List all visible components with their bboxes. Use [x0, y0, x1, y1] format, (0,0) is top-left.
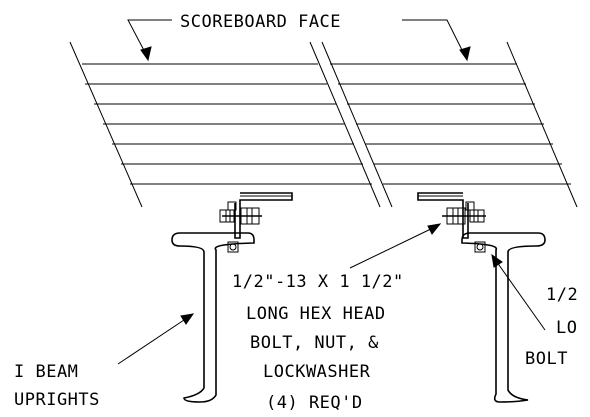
left-bolt-assembly [219, 201, 262, 253]
bolt-callout-line-2: LONG HEX HEAD [246, 304, 386, 324]
right-callout-line-2: LO [556, 318, 577, 338]
bolt-callout-leader [349, 223, 442, 269]
right-bolt-assembly [442, 201, 486, 253]
scoreboard-face-label: SCOREBOARD FACE [180, 12, 341, 32]
bolt-callout-line-4: LOCKWASHER [263, 362, 371, 382]
bolt-callout-line-5: (4) REQ'D [266, 393, 363, 413]
ibeam-label-leader [117, 313, 195, 365]
right-i-beam [461, 232, 546, 403]
scoreboard-panel-right [321, 41, 578, 208]
ibeam-label-line-1: I BEAM [14, 362, 78, 382]
ibeam-label-line-2: UPRIGHTS [14, 390, 100, 410]
left-i-beam [171, 232, 255, 403]
right-callout-leader [491, 253, 546, 331]
left-mounting-clip [234, 192, 293, 239]
bolt-callout: 1/2"-13 X 1 1/2" LONG HEX HEAD BOLT, NUT… [232, 272, 404, 413]
right-callout-line-3: BOLT [525, 349, 568, 369]
scoreboard-face-leaders [127, 19, 471, 62]
bolt-callout-line-1: 1/2"-13 X 1 1/2" [232, 272, 404, 292]
bolt-callout-line-3: BOLT, NUT, & [250, 333, 379, 353]
right-mounting-clip [417, 192, 469, 239]
scoreboard-panel-left [69, 41, 381, 208]
right-callout: 1/2 LO BOLT [525, 285, 578, 369]
right-callout-line-1: 1/2 [546, 285, 578, 305]
